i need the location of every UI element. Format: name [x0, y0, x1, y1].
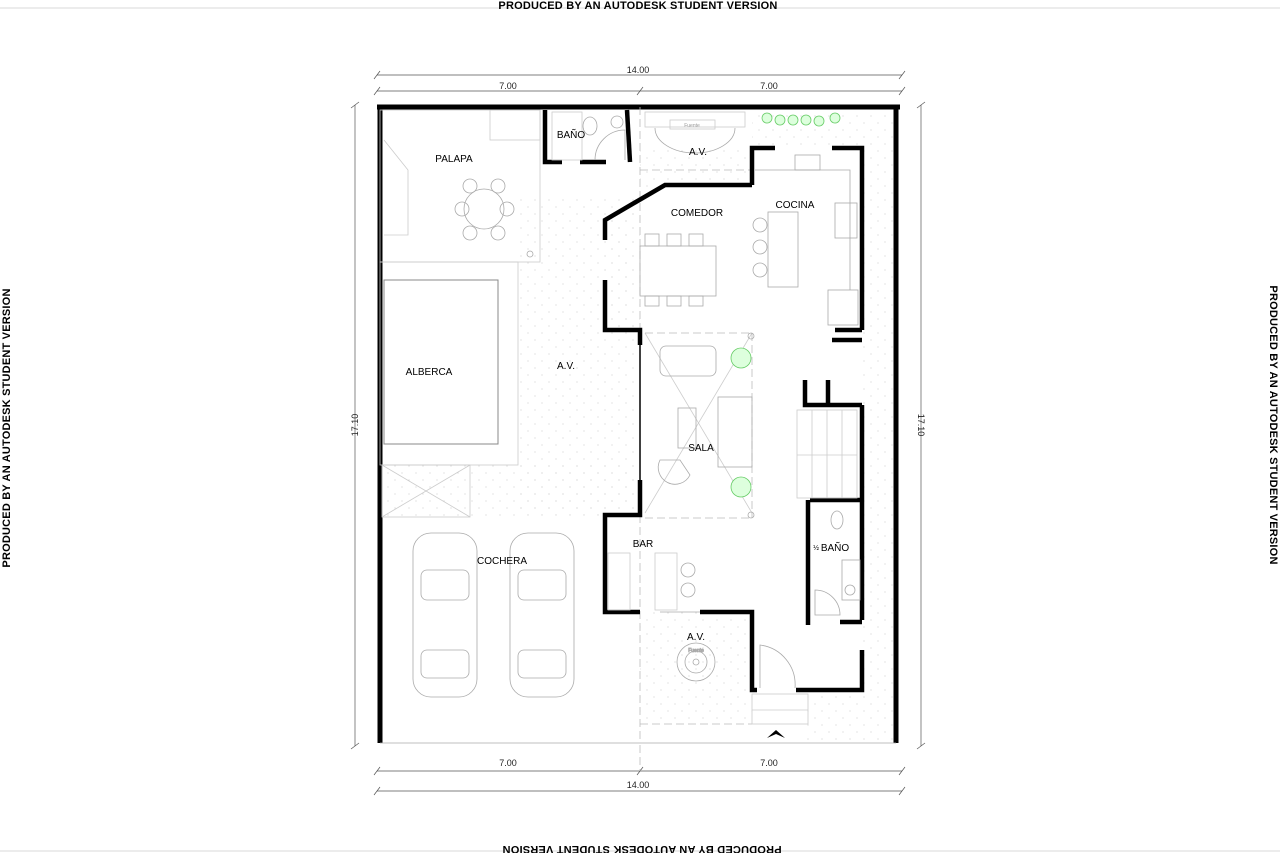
label-bar: BAR [633, 539, 654, 550]
dim-left-half-bottom: 7.00 [499, 758, 517, 768]
kitchen-furniture [639, 154, 859, 326]
entry-arrow-icon [767, 730, 785, 738]
dim-right-half-top: 7.00 [760, 81, 778, 91]
dimension-left: 17.10 [350, 101, 360, 750]
cars [412, 532, 575, 698]
house-walls [602, 145, 865, 693]
upper-bathroom [542, 109, 633, 165]
dim-left-half-top: 7.00 [499, 81, 517, 91]
label-palapa: PALAPA [435, 154, 473, 165]
half-bathroom [814, 510, 861, 616]
label-av-bottom: A.V. [687, 632, 705, 643]
fountain-top-label: Fuente [684, 123, 700, 129]
fountain-bottom: Fuente [676, 642, 716, 682]
round-table [463, 188, 505, 230]
plants [761, 112, 841, 127]
label-cocina: COCINA [776, 200, 815, 211]
dim-depth-left: 17.10 [350, 414, 360, 437]
label-bano-upper: BAÑO [557, 128, 586, 141]
dim-total-width-top: 14.00 [627, 65, 650, 75]
label-bano-half: BAÑO [821, 541, 850, 554]
label-sala: SALA [688, 443, 714, 454]
label-comedor: COMEDOR [671, 208, 723, 219]
entry [751, 644, 809, 738]
dimension-top: 14.00 7.00 7.00 [373, 65, 906, 96]
watermark-right: PRODUCED BY AN AUTODESK STUDENT VERSION [1267, 285, 1279, 564]
label-half-fraction: ½ [813, 544, 819, 552]
bar-furniture [607, 552, 700, 613]
dim-depth-right: 17.10 [916, 414, 926, 437]
dimension-right: 17.10 [916, 101, 926, 750]
room-labels: PALAPA BAÑO A.V. COMEDOR COCINA ALBERCA … [406, 128, 850, 643]
watermark-left: PRODUCED BY AN AUTODESK STUDENT VERSION [1, 288, 13, 567]
green-areas [380, 110, 895, 743]
label-av-top: A.V. [689, 147, 707, 158]
fountain-top: Fuente [644, 111, 746, 154]
dim-right-half-bottom: 7.00 [760, 758, 778, 768]
label-cochera: COCHERA [477, 556, 527, 567]
watermark-top: PRODUCED BY AN AUTODESK STUDENT VERSION [498, 0, 777, 12]
dim-total-width-bottom: 14.00 [627, 780, 650, 790]
label-alberca: ALBERCA [406, 367, 453, 378]
dimension-bottom: 7.00 7.00 14.00 [373, 745, 906, 796]
stairs [796, 409, 858, 499]
watermark-bottom: PRODUCED BY AN AUTODESK STUDENT VERSION [502, 843, 781, 853]
palapa-area [379, 109, 541, 263]
fountain-bottom-label: Fuente [688, 648, 704, 654]
living-furniture [644, 332, 755, 519]
pool [379, 261, 519, 518]
label-av-middle: A.V. [557, 361, 575, 372]
